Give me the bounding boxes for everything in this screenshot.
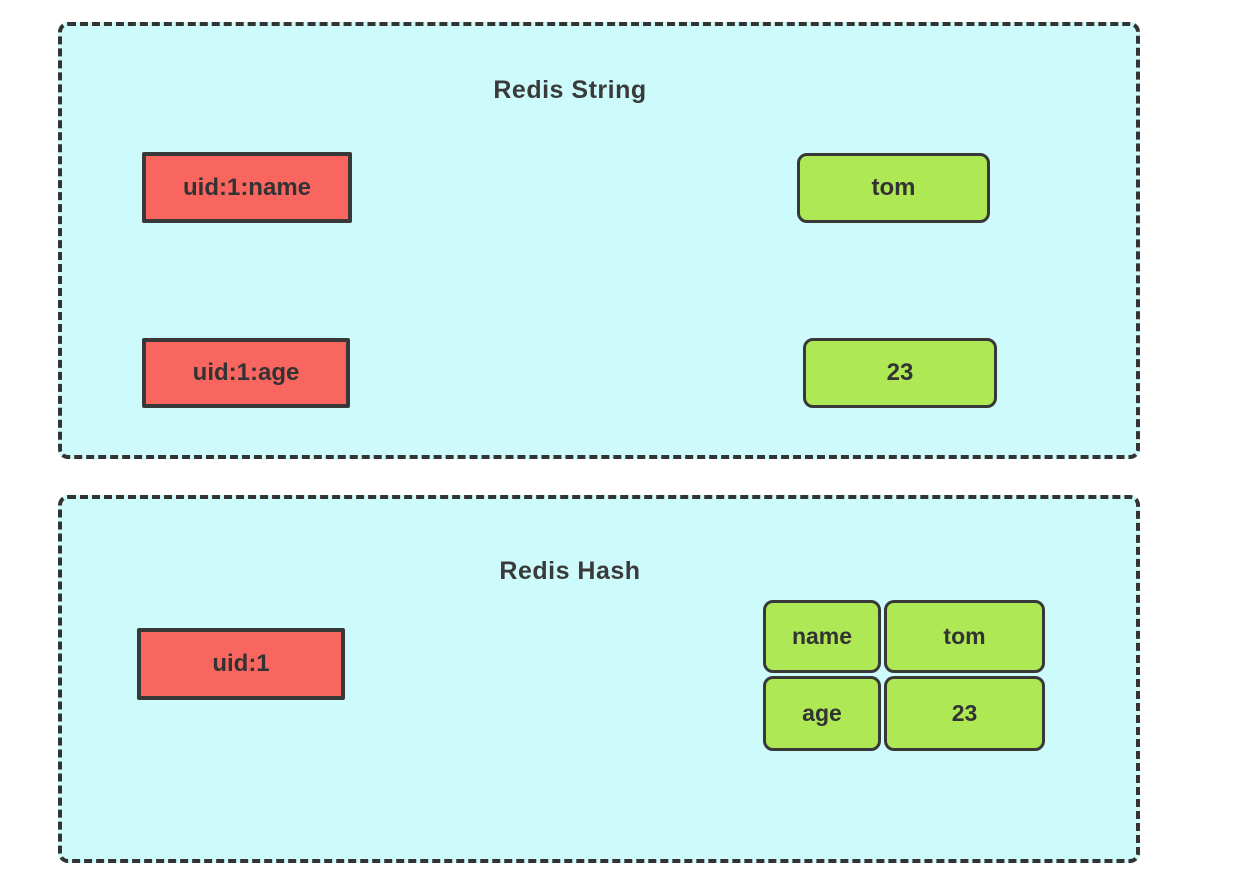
hash-value-tom: tom <box>884 600 1045 673</box>
key-box-uid-1-name: uid:1:name <box>142 152 352 223</box>
redis-string-title: Redis String <box>493 76 647 104</box>
value-box-tom: tom <box>797 153 990 223</box>
key-box-uid-1: uid:1 <box>137 628 345 700</box>
key-box-uid-1-age: uid:1:age <box>142 338 350 408</box>
hash-field-name: name <box>763 600 881 673</box>
hash-field-age: age <box>763 676 881 751</box>
redis-hash-title: Redis Hash <box>499 557 641 585</box>
hash-value-23: 23 <box>884 676 1045 751</box>
value-box-23: 23 <box>803 338 997 408</box>
